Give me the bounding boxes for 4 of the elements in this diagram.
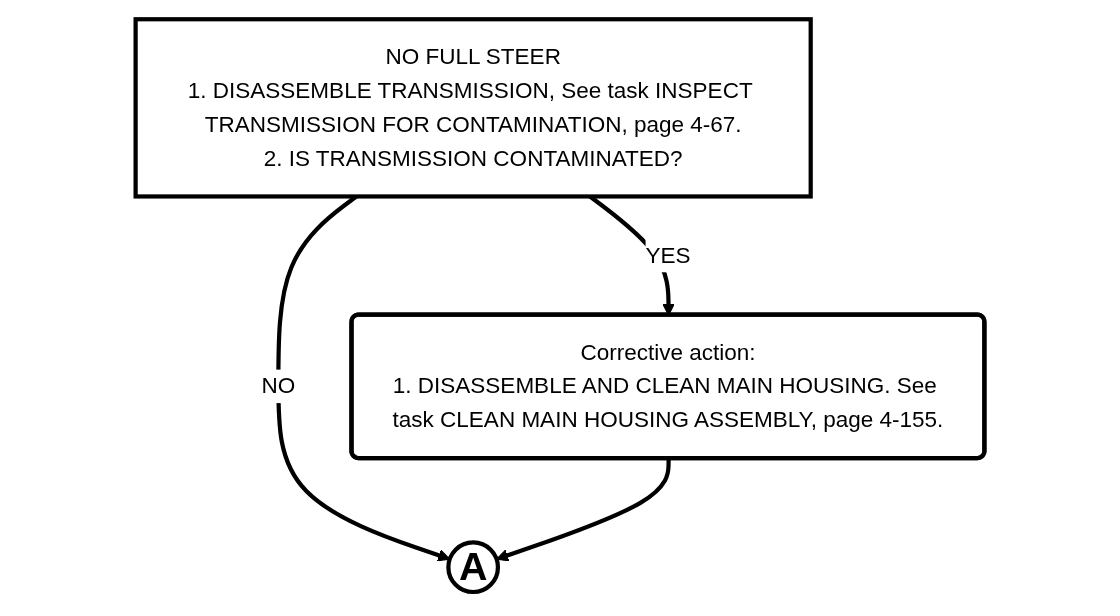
node-circle: A xyxy=(446,540,501,595)
edge-label: NO xyxy=(261,373,296,398)
node-box: NO FULL STEER 1. DISASSEMBLE TRANSMISSION, See task INSPECT TRANSMISSION FOR CONTAMINATION, page 4-67. 2. IS TRANSMISSION CONTAMINATED? xyxy=(133,17,813,199)
edge-label: YES xyxy=(645,242,691,267)
